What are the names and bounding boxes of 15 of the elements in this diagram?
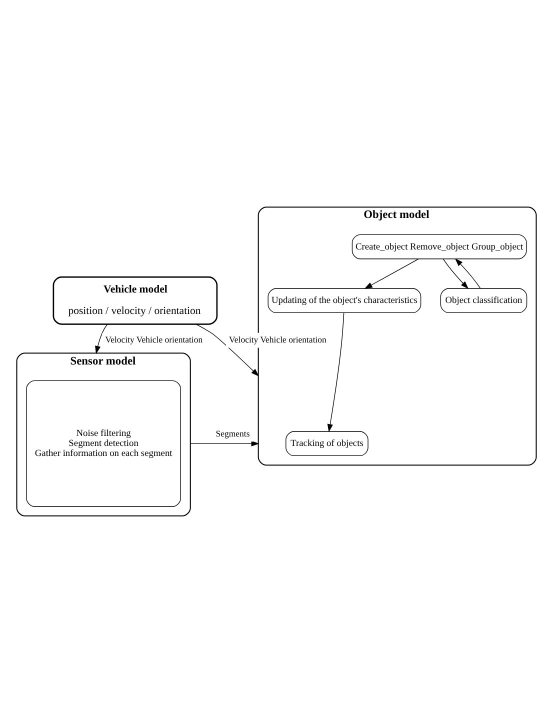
node-box: Updating of the object's characteristics bbox=[268, 288, 422, 313]
arrow bbox=[196, 323, 260, 376]
node-box: Vehicle model position / velocity / orientation bbox=[52, 276, 218, 324]
arrow bbox=[454, 258, 481, 288]
node-box: Object classification bbox=[440, 288, 528, 313]
node-box: Tracking of objects bbox=[286, 430, 368, 456]
arrow bbox=[327, 312, 344, 432]
node-box: Create_object Remove_object Group_object bbox=[352, 234, 527, 259]
arrow bbox=[190, 440, 260, 446]
edge-label: Velocity Vehicle orientation bbox=[105, 334, 203, 344]
arrow bbox=[95, 323, 108, 354]
arrow bbox=[364, 258, 419, 288]
node-box: Noise filtering Segment detection Gather information on each segment bbox=[26, 380, 181, 506]
arrow bbox=[442, 258, 469, 289]
edge-label: Segments bbox=[216, 428, 250, 438]
